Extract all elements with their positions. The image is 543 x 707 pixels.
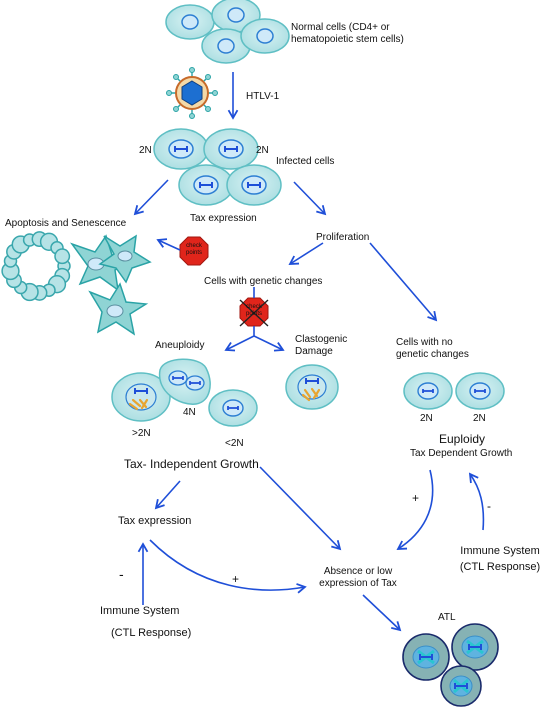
euploid-cells <box>403 372 505 410</box>
arrow-proliferation-to-nochange <box>369 242 438 322</box>
label-immune-left-2: (CTL Response) <box>111 627 192 639</box>
label-euploid-2n-right: 2N <box>473 413 486 424</box>
label-gt2n: >2N <box>132 428 151 439</box>
label-2n-right: 2N <box>256 145 269 156</box>
checkpoints-label-1: check points <box>185 243 202 256</box>
atl-cells <box>402 623 499 707</box>
label-atl: ATL <box>438 612 456 623</box>
label-genetic-changes: Cells with genetic changes <box>204 276 323 287</box>
arrow-to-clastogenic <box>253 335 285 352</box>
senescent-cells <box>69 234 152 336</box>
label-4n: 4N <box>183 407 196 418</box>
apoptotic-bead <box>54 248 71 265</box>
label-immune-left-1: Immune System <box>100 605 180 617</box>
arrow-to-atl <box>362 594 402 632</box>
arrow-to-absence <box>259 466 342 551</box>
arrow-to-tax-expression <box>154 480 181 510</box>
arrow-plus-right <box>396 469 434 550</box>
label-no-genetic-changes: Cells with no genetic changes <box>396 337 469 360</box>
arrow-immune-right <box>468 472 485 531</box>
label-infected-cells: Infected cells <box>276 156 335 167</box>
label-2n-left: 2N <box>139 145 152 156</box>
label-absence: Absence or low expression of Tax <box>319 566 397 589</box>
label-tax-expression-top: Tax expression <box>190 213 257 224</box>
arrow-to-aneuploidy <box>224 326 255 352</box>
arrow-to-apoptosis <box>133 179 169 216</box>
label-aneuploidy: Aneuploidy <box>155 340 205 351</box>
label-clastogenic: Clastogenic Damage <box>295 334 348 357</box>
label-minus-left: - <box>119 566 124 582</box>
aneuploid-cells <box>111 358 258 427</box>
label-lt2n: <2N <box>225 438 244 449</box>
infected-cells <box>153 128 282 206</box>
arrow-to-proliferation <box>293 181 327 216</box>
label-tax-expression-bottom: Tax expression <box>118 515 192 527</box>
arrow-checkpoint-to-apoptosis <box>156 238 181 251</box>
label-plus-left: + <box>232 572 240 586</box>
arrow-proliferation-to-genetic <box>288 242 324 265</box>
apoptotic-cell <box>1 231 71 302</box>
label-immune-right: Immune System (CTL Response) <box>459 545 541 573</box>
label-plus-right: + <box>412 491 420 505</box>
label-proliferation: Proliferation <box>316 232 370 243</box>
checkpoints-stop-sign-1 <box>179 236 209 266</box>
label-tax-dependent: Tax Dependent Growth <box>410 448 513 459</box>
label-htlv: HTLV-1 <box>246 91 280 102</box>
checkpoints-label-2: check points <box>245 304 262 317</box>
label-apoptosis: Apoptosis and Senescence <box>5 218 127 229</box>
normal-cells <box>165 0 290 64</box>
checkpoints-stop-sign-2 <box>239 297 269 327</box>
clastogenic-cell <box>285 364 339 410</box>
label-euploid-2n-left: 2N <box>420 413 433 424</box>
htlv-virus-icon <box>166 67 218 119</box>
arrows <box>133 72 485 632</box>
label-normal-cells: Normal cells (CD4+ or hematopoietic stem… <box>291 22 404 45</box>
label-tax-independent: Tax- Independent Growth <box>124 457 259 471</box>
label-minus-right: - <box>487 499 491 513</box>
arrow-plus-left <box>149 539 307 594</box>
label-euploidy: Euploidy <box>439 432 486 446</box>
